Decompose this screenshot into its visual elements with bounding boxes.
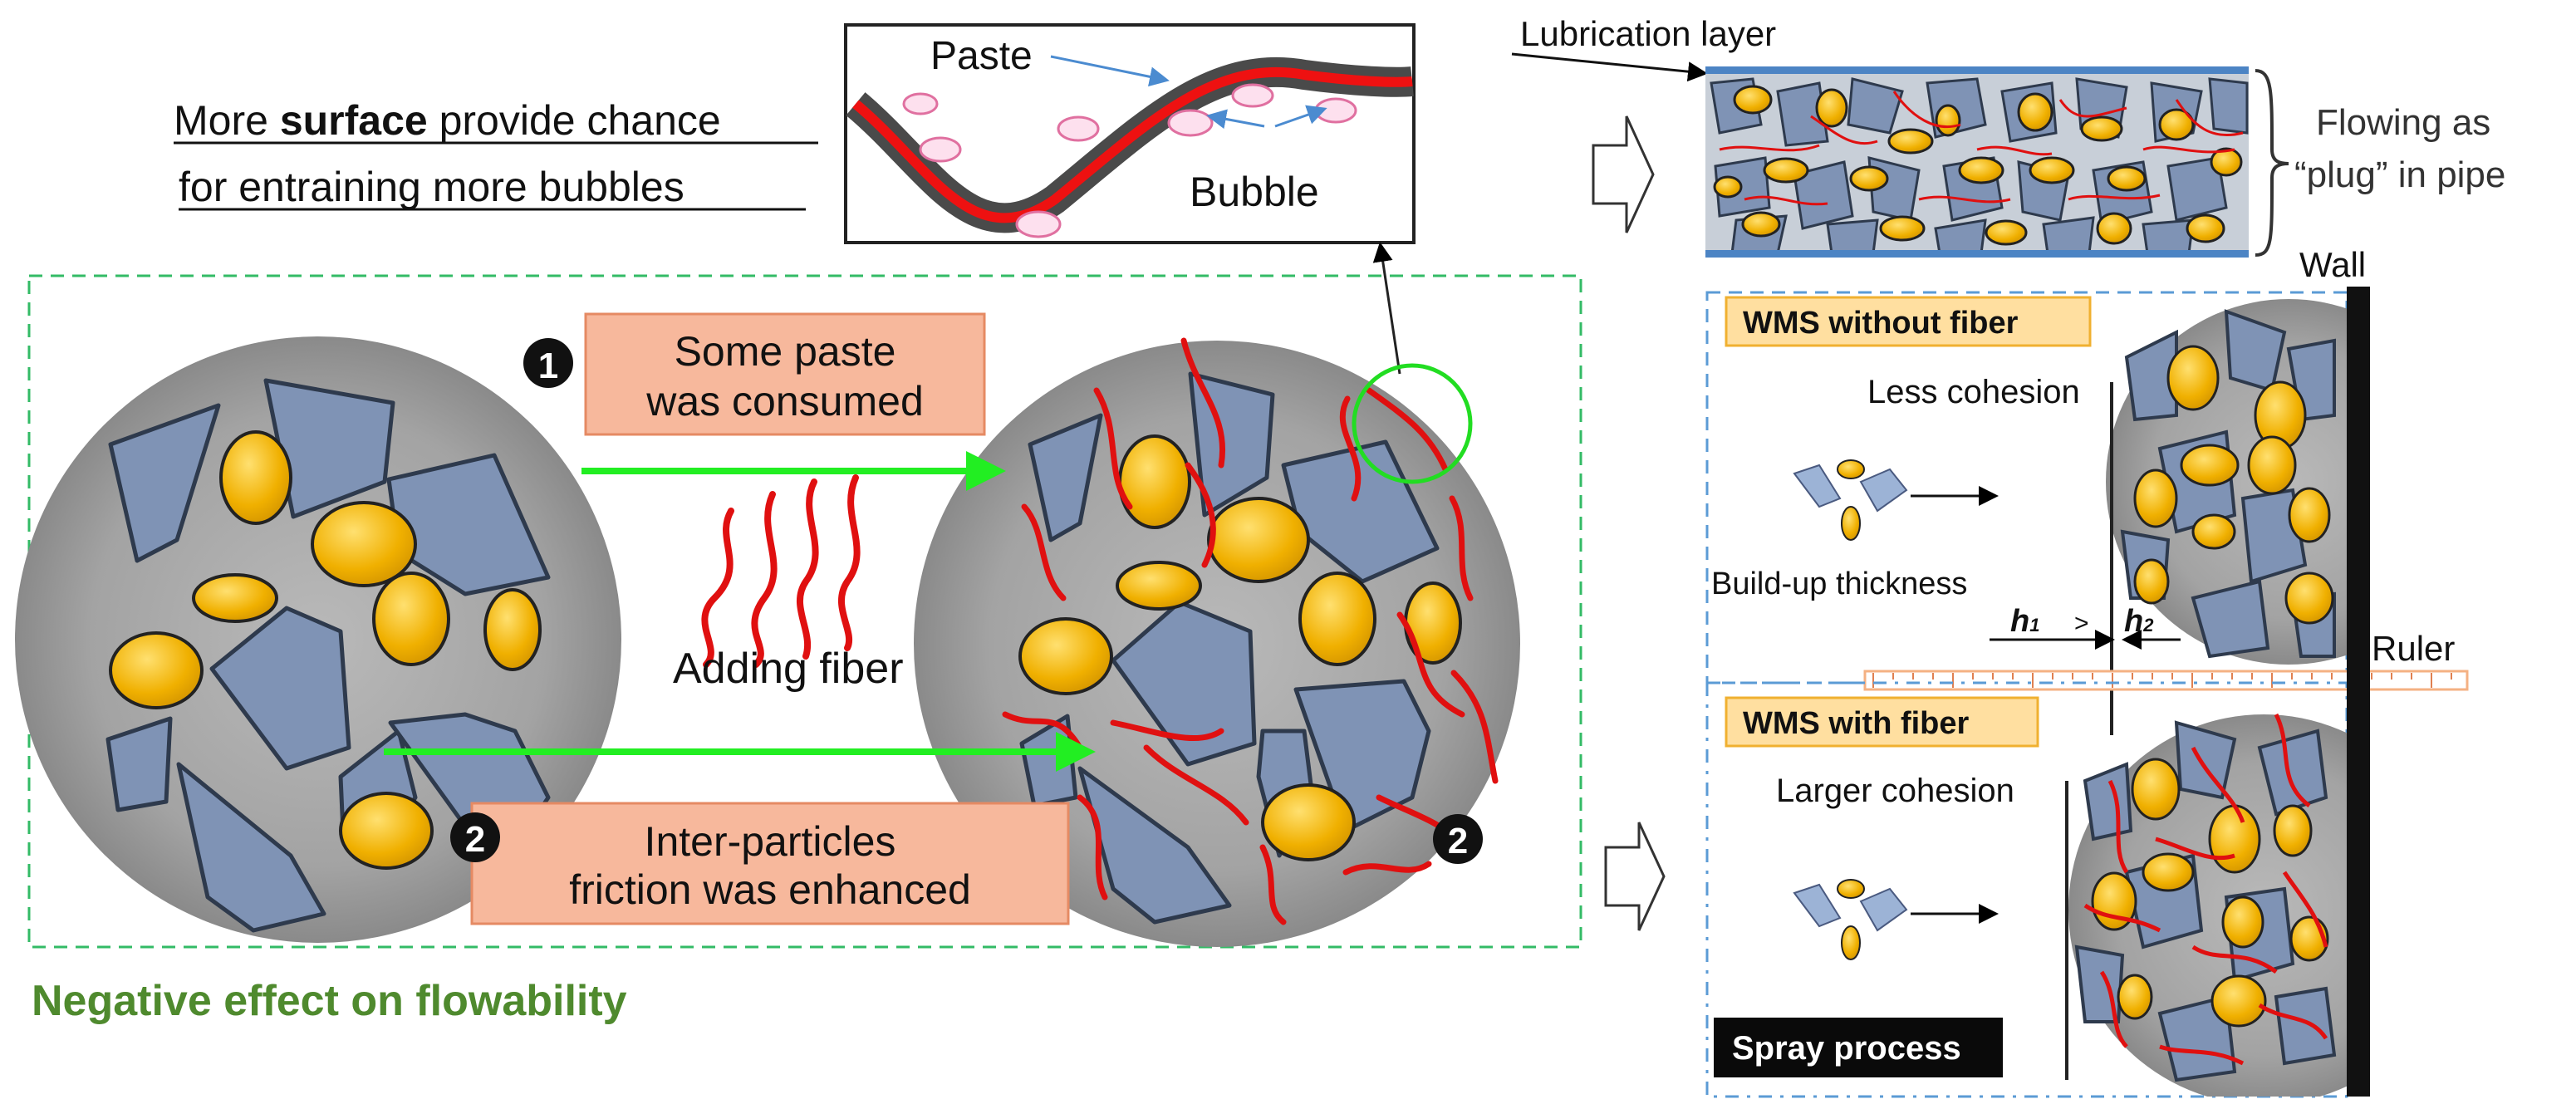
gt-sign: >	[2074, 610, 2089, 637]
sphere-with-fiber	[914, 337, 1520, 947]
step2-line1: Inter-particles	[645, 818, 896, 865]
step2-number-right: 2	[1448, 821, 1468, 861]
buildup-label: Build-up thickness	[1711, 567, 1967, 601]
wms-with-label: WMS with fiber	[1743, 706, 1970, 741]
lubrication-label: Lubrication layer	[1520, 14, 1776, 53]
caption-bold: surface	[280, 97, 428, 144]
step1-line1: Some paste	[675, 328, 896, 375]
zoom-arrow	[1372, 242, 1401, 375]
spray-panel-with-fiber: WMS with fiber Larger cohesion Spray pro…	[1705, 681, 2351, 1098]
spray-process-label: Spray process	[1732, 1030, 1961, 1067]
wall: Wall	[2299, 245, 2370, 1097]
svg-text:h2: h2	[2124, 604, 2154, 639]
svg-text:h1: h1	[2010, 604, 2039, 639]
h2-sub: 2	[2142, 615, 2154, 635]
caption-post: provide chance	[428, 97, 721, 144]
zoom-circle	[1352, 363, 1473, 484]
step1-number: 1	[538, 346, 558, 386]
h1-label: h	[2010, 604, 2029, 639]
spray-panel-without-fiber: WMS without fiber Less cohesion Build-up…	[1705, 291, 2351, 735]
svg-text:More surface provide chance: More surface provide chance	[174, 97, 721, 144]
larger-cohesion-label: Larger cohesion	[1776, 773, 2014, 809]
step2-number: 2	[465, 819, 485, 860]
fiber-squiggles	[701, 474, 861, 668]
ruler-label: Ruler	[2372, 629, 2455, 668]
flow-line2: “plug” in pipe	[2294, 155, 2505, 195]
bubble-inset: Paste Bubble	[844, 23, 1416, 244]
inset-bubble-label: Bubble	[1190, 169, 1319, 215]
ruler: Ruler	[1863, 629, 2469, 691]
thickness-comparison: h1 > h2	[1990, 604, 2181, 650]
caption-line2: for entraining more bubbles	[179, 164, 684, 210]
less-cohesion-label: Less cohesion	[1867, 374, 2080, 410]
surface-caption: More surface provide chance for entraini…	[174, 97, 818, 211]
wms-without-label: WMS without fiber	[1743, 306, 2019, 341]
block-arrow-top	[1592, 115, 1655, 233]
pipe-plug: Lubrication layer	[1511, 14, 2505, 258]
inset-paste-label: Paste	[930, 34, 1033, 78]
adding-fiber-label: Adding fiber	[673, 645, 904, 693]
caption-pre: More	[174, 97, 280, 144]
step2-callout: Inter-particles friction was enhanced 2 …	[450, 802, 1483, 925]
wall-label: Wall	[2299, 245, 2366, 284]
flow-line1: Flowing as	[2316, 102, 2490, 143]
step1-callout: Some paste was consumed 1	[523, 312, 986, 436]
step2-line2: friction was enhanced	[569, 866, 971, 913]
h2-label: h	[2124, 604, 2143, 639]
step1-line2: was consumed	[645, 378, 924, 424]
negative-effect-label: Negative effect on flowability	[32, 977, 627, 1025]
sphere-without-fiber	[15, 336, 621, 943]
h1-sub: 1	[2029, 615, 2039, 635]
block-arrow-bottom	[1604, 822, 1666, 931]
